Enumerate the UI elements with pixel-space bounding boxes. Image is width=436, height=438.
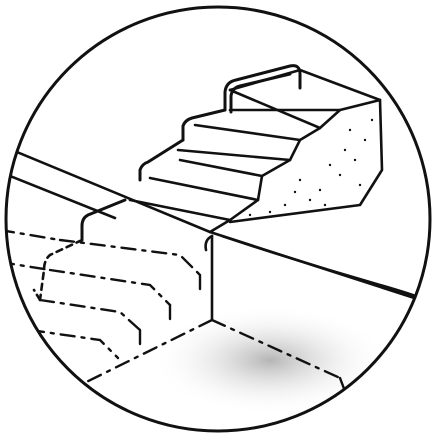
solid-edges	[6, 68, 430, 322]
handrail-segment-4	[80, 198, 127, 242]
handrail-segment-2	[181, 108, 227, 142]
floor-shadow	[150, 305, 390, 415]
handrail-underwater	[32, 238, 84, 302]
underwater-edges	[6, 228, 354, 412]
step-tread-2	[178, 158, 264, 178]
stair-block-outline	[208, 98, 384, 234]
handrail	[80, 64, 302, 242]
submerged-step-line-1	[6, 228, 62, 242]
concrete-texture	[248, 118, 374, 217]
handrail-segment-3	[138, 138, 185, 182]
step-tread-3	[148, 176, 260, 202]
handrail-submerged-2	[32, 288, 42, 302]
submerged-tread-3	[38, 298, 142, 332]
floor-corner-right	[338, 376, 354, 412]
step-tread-1	[176, 148, 292, 162]
submerged-tread-2	[48, 268, 172, 307]
floor-edge-left	[58, 318, 214, 397]
circle-frame	[4, 5, 432, 433]
submerged-step-line-2	[6, 260, 52, 272]
submerged-tread-1	[58, 238, 202, 277]
water-line-right	[220, 234, 430, 314]
deck-edge-upper	[6, 143, 212, 234]
clipped-drawing	[6, 64, 430, 415]
handrail-top-loop	[223, 64, 302, 112]
step-tread-4	[128, 198, 232, 222]
submerged-tread-4	[28, 328, 120, 360]
step-riser-1	[193, 123, 302, 142]
handrail-top-inner	[229, 72, 292, 114]
corner-curl	[204, 234, 214, 252]
floor-edge-right	[210, 318, 342, 380]
handrail-submerged-1	[38, 238, 84, 302]
